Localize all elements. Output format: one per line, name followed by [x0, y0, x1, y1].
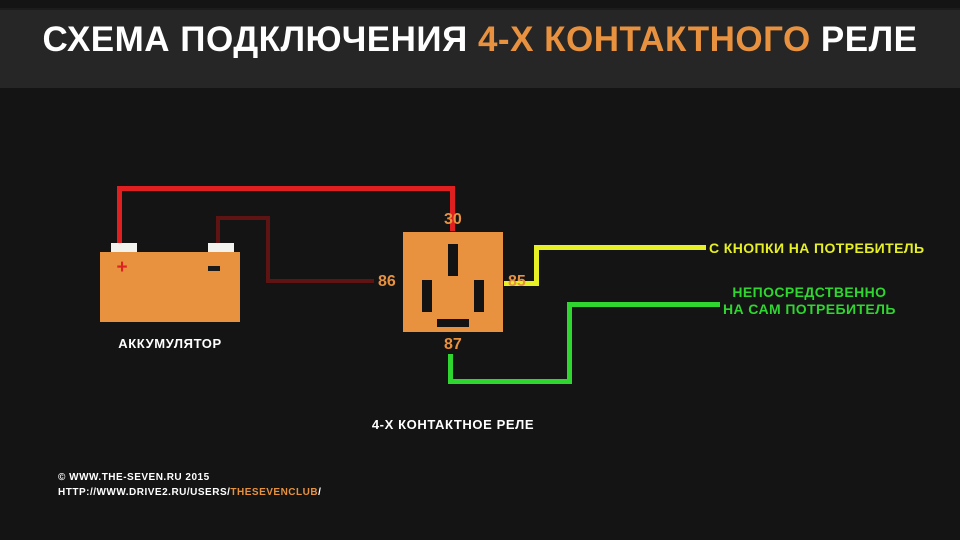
- battery-plus-symbol: +: [116, 257, 128, 278]
- footer-url-suffix: /: [318, 487, 322, 498]
- label-direct-line1: НЕПОСРЕДСТВЕННО: [732, 284, 887, 300]
- footer-url-prefix: HTTP://WWW.DRIVE2.RU/USERS/: [58, 487, 231, 498]
- battery-caption: АККУМУЛЯТОР: [118, 336, 222, 351]
- footer-credits: © WWW.THE-SEVEN.RU 2015 HTTP://WWW.DRIVE…: [58, 470, 321, 500]
- wire-yellow-horizontal-to-label: [534, 245, 706, 250]
- wire-maroon-horizontal-upper: [216, 216, 270, 220]
- footer-url-accent[interactable]: THESEVENCLUB: [230, 487, 319, 498]
- label-direct-to-load: НЕПОСРЕДСТВЕННО НА САМ ПОТРЕБИТЕЛЬ: [723, 284, 896, 318]
- header-divider-line: [0, 8, 960, 10]
- wire-green-horizontal-to-label: [567, 302, 720, 307]
- wire-green-vertical: [567, 302, 572, 384]
- relay-body: [403, 232, 503, 332]
- relay-slot-85: [474, 280, 484, 312]
- wire-green-horizontal-bottom: [448, 379, 572, 384]
- battery-terminal-cap-positive: [111, 243, 137, 254]
- label-from-button-to-load: С КНОПКИ НА ПОТРЕБИТЕЛЬ: [709, 240, 925, 256]
- wire-red-vertical-battery: [117, 186, 122, 248]
- page-title-main: СХЕМА ПОДКЛЮЧЕНИЯ: [42, 20, 478, 59]
- wire-maroon-horizontal-relay86: [266, 279, 374, 283]
- wire-red-horizontal-top: [117, 186, 455, 191]
- page-title-tail: РЕЛЕ: [820, 20, 918, 59]
- header-band: [0, 10, 960, 88]
- relay-terminal-label-85: 85: [508, 273, 526, 290]
- page-title-accent: 4-Х КОНТАКТНОГО: [477, 20, 821, 59]
- page-title: СХЕМА ПОДКЛЮЧЕНИЯ 4-Х КОНТАКТНОГО РЕЛЕ: [0, 20, 960, 60]
- relay-slot-86: [422, 280, 432, 312]
- footer-url: HTTP://WWW.DRIVE2.RU/USERS/THESEVENCLUB/: [58, 485, 321, 500]
- wire-green-stub-relay87: [448, 354, 453, 384]
- footer-copyright: © WWW.THE-SEVEN.RU 2015: [58, 472, 210, 483]
- label-direct-line2: НА САМ ПОТРЕБИТЕЛЬ: [723, 301, 896, 317]
- battery-minus-symbol: [208, 266, 220, 271]
- wire-yellow-stub-relay85: [504, 281, 539, 286]
- relay-caption: 4-Х КОНТАКТНОЕ РЕЛЕ: [371, 417, 535, 432]
- relay-terminal-label-87: 87: [444, 336, 462, 353]
- relay-slot-30: [448, 244, 458, 276]
- relay-slot-87: [437, 319, 469, 327]
- wire-yellow-vertical: [534, 245, 539, 286]
- battery-terminal-cap-negative: [208, 243, 234, 254]
- battery-body: [100, 252, 240, 322]
- relay-terminal-label-30: 30: [444, 211, 462, 228]
- relay-terminal-label-86: 86: [378, 273, 396, 290]
- wire-red-vertical-relay30: [450, 186, 455, 231]
- wire-maroon-vertical-battery: [216, 216, 220, 250]
- wire-maroon-vertical-middle: [266, 216, 270, 283]
